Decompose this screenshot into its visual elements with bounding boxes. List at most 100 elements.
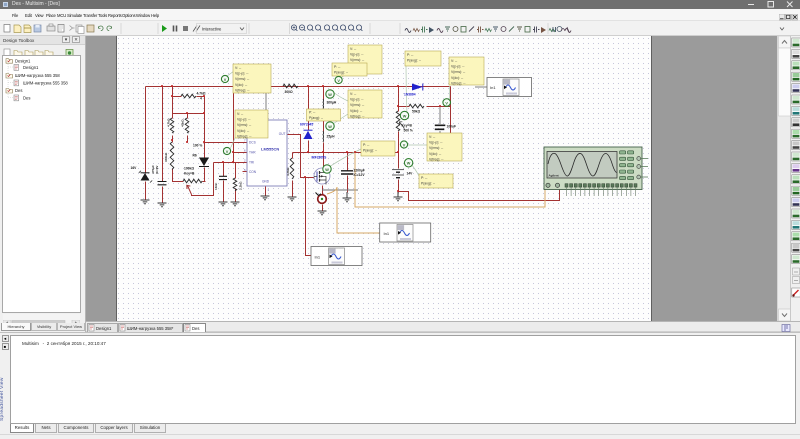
svg-text:V(freq): --: V(freq): -- — [237, 134, 252, 138]
svg-text:4.7kΩ: 4.7kΩ — [286, 167, 290, 176]
svg-text:V(freq): --: V(freq): -- — [235, 88, 250, 92]
svg-text:W: W — [325, 168, 329, 172]
svg-text:DCS: DCS — [249, 141, 256, 145]
svg-text:4.7kΩ: 4.7kΩ — [167, 118, 171, 127]
svg-text:P(avg): --: P(avg): -- — [421, 182, 435, 186]
svg-text:100kΩ: 100kΩ — [184, 167, 194, 171]
svg-text:IRF2805S: IRF2805S — [312, 156, 328, 160]
svg-text:V(dc): --: V(dc): -- — [429, 152, 441, 156]
svg-text:2.2kΩ: 2.2kΩ — [239, 181, 243, 190]
svg-text:P(avg): --: P(avg): -- — [407, 59, 421, 63]
svg-text:V(p-p): --: V(p-p): -- — [237, 118, 251, 122]
svg-text:CON: CON — [249, 170, 257, 174]
svg-text:THR: THR — [249, 151, 256, 155]
svg-text:50kΩ: 50kΩ — [412, 110, 421, 114]
svg-text:14V: 14V — [407, 172, 414, 176]
svg-text:V(p-p): --: V(p-p): -- — [350, 53, 364, 57]
svg-text:V(rms): --: V(rms): -- — [350, 103, 364, 107]
svg-text:GND: GND — [262, 180, 270, 184]
svg-text:P: --: P: -- — [407, 53, 413, 57]
svg-text:V(rms): --: V(rms): -- — [429, 146, 443, 150]
svg-text:V: V — [224, 78, 227, 82]
svg-text:P: --: P: -- — [421, 176, 427, 180]
svg-text:R6: R6 — [193, 154, 197, 158]
svg-text:Des: Des — [15, 88, 22, 93]
svg-text:P: --: P: -- — [363, 143, 369, 147]
svg-text:V(freq): --: V(freq): -- — [429, 157, 444, 161]
svg-text:25µH: 25µH — [327, 135, 336, 139]
svg-text:V(p-p): --: V(p-p): -- — [235, 72, 249, 76]
svg-text:Key=B: Key=B — [402, 124, 413, 128]
svg-text:470µF: 470µF — [151, 165, 155, 174]
svg-text:W: W — [328, 93, 332, 97]
svg-text:V: --: V: -- — [235, 66, 241, 70]
svg-text:Key=B: Key=B — [184, 172, 195, 176]
svg-text:43kΩ: 43kΩ — [181, 119, 185, 127]
svg-text:4.7kΩ: 4.7kΩ — [197, 92, 206, 96]
svg-text:V(dc): --: V(dc): -- — [451, 76, 463, 80]
svg-text:P(avg): --: P(avg): -- — [334, 71, 348, 75]
svg-text:V(rms): --: V(rms): -- — [451, 70, 465, 74]
svg-text:V: --: V: -- — [429, 135, 435, 139]
svg-text:Interactive: Interactive — [202, 26, 222, 31]
svg-text:330kΩ: 330kΩ — [164, 152, 168, 162]
svg-text:V: V — [337, 79, 340, 83]
svg-text:V: V — [403, 143, 406, 147]
svg-text:V(rms): --: V(rms): -- — [237, 123, 251, 127]
svg-text:P(avg): --: P(avg): -- — [309, 116, 323, 120]
svg-text:ШИМ-нагрузка 555 358: ШИМ-нагрузка 555 358 — [15, 73, 60, 78]
svg-text:W: W — [328, 125, 332, 129]
svg-text:2200µF: 2200µF — [354, 169, 365, 173]
svg-text:5: 5 — [244, 168, 246, 172]
svg-text:V(freq): --: V(freq): -- — [451, 81, 466, 85]
svg-text:300µH: 300µH — [327, 101, 337, 105]
svg-text:W: W — [403, 114, 407, 118]
svg-text:1: 1 — [268, 188, 270, 192]
svg-text:Design1: Design1 — [23, 65, 39, 70]
svg-text:V: V — [445, 101, 448, 105]
svg-text:60Y2045: 60Y2045 — [300, 123, 313, 127]
svg-text:6: 6 — [244, 149, 246, 153]
svg-text:ШИМ-нагрузка 555 358: ШИМ-нагрузка 555 358 — [23, 81, 68, 86]
svg-text:V(dc): --: V(dc): -- — [235, 83, 247, 87]
svg-text:100 %: 100 % — [193, 144, 202, 148]
svg-text:V(p-p): --: V(p-p): -- — [451, 65, 465, 69]
svg-text:IC=9V: IC=9V — [155, 166, 159, 174]
svg-text:300Ω: 300Ω — [285, 90, 294, 94]
svg-text:V: --: V: -- — [451, 59, 457, 63]
svg-text:Des: Des — [23, 96, 30, 101]
svg-text:4: 4 — [200, 97, 202, 101]
svg-text:10nF: 10nF — [214, 183, 218, 190]
svg-text:V(dc): --: V(dc): -- — [350, 109, 362, 113]
svg-text:V(p-p): --: V(p-p): -- — [350, 98, 364, 102]
svg-text:1N3864: 1N3864 — [404, 93, 416, 97]
svg-text:7: 7 — [244, 139, 246, 143]
svg-text:W: W — [407, 162, 411, 166]
svg-text:OUT: OUT — [279, 132, 286, 136]
svg-text:V(freq): --: V(freq): -- — [350, 114, 365, 118]
svg-text:2: 2 — [244, 159, 246, 163]
svg-text:V: --: V: -- — [237, 112, 243, 116]
svg-text:In1: In1 — [490, 85, 496, 90]
svg-text:V: --: V: -- — [350, 92, 356, 96]
svg-text:16V: 16V — [131, 166, 138, 170]
svg-text:In1: In1 — [315, 254, 321, 259]
svg-text:V(dc): --: V(dc): -- — [237, 129, 249, 133]
svg-text:V(rms): --: V(rms): -- — [235, 77, 249, 81]
svg-text:TRI: TRI — [249, 161, 254, 165]
svg-text:500 %: 500 % — [404, 129, 413, 133]
svg-text:IC=12V: IC=12V — [354, 173, 366, 177]
svg-text:V: V — [226, 150, 229, 154]
svg-text:Design1: Design1 — [15, 58, 31, 63]
svg-text:P: --: P: -- — [334, 65, 340, 69]
svg-text:P(avg): --: P(avg): -- — [363, 149, 377, 153]
svg-text:P: --: P: -- — [309, 111, 315, 115]
svg-text:In1: In1 — [384, 231, 390, 236]
svg-text:100uF: 100uF — [447, 125, 457, 129]
svg-text:V(rms): --: V(rms): -- — [350, 58, 364, 62]
svg-text:3: 3 — [289, 129, 291, 133]
svg-text:V: --: V: -- — [350, 47, 356, 51]
svg-text:V(p-p): --: V(p-p): -- — [429, 141, 443, 145]
svg-text:Agilent: Agilent — [549, 174, 559, 178]
svg-text:LM555CN: LM555CN — [261, 147, 279, 152]
